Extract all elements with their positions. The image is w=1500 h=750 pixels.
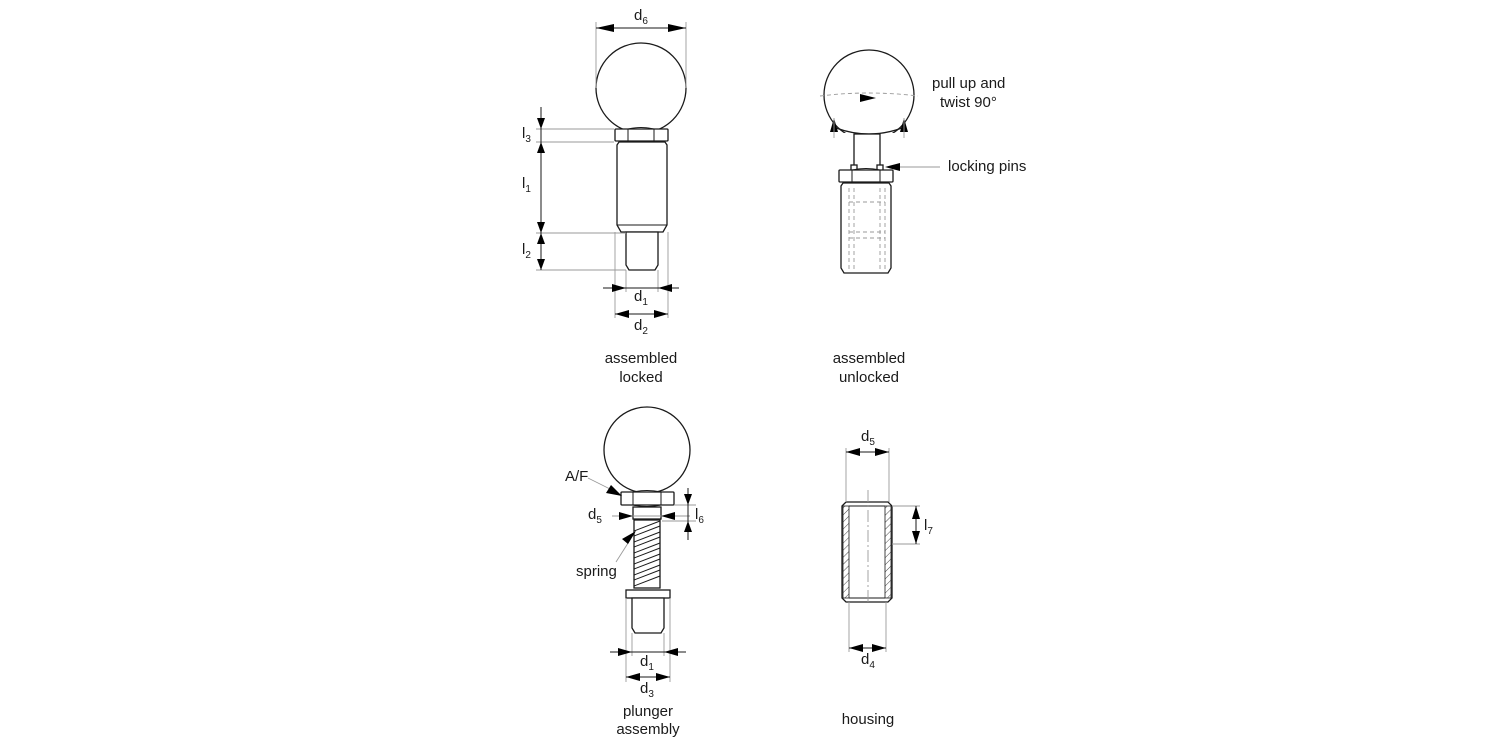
note-pull-up: pull up and: [932, 75, 1005, 92]
plunger-body: [616, 141, 668, 233]
dim-l3: l3: [522, 125, 531, 145]
note-locking-pins: locking pins: [948, 158, 1026, 175]
caption-assembled-locked-1: assembled: [605, 350, 678, 367]
dim-l6: l6: [695, 506, 704, 526]
view-plunger-assembly: A/F d5 l6 spring d1 d3 plunger assembly: [565, 406, 704, 738]
ball-knob: [823, 49, 915, 141]
ball-knob: [595, 42, 687, 134]
view-housing: d5 l7 d4 housing: [841, 428, 933, 728]
housing-section: [841, 501, 893, 603]
caption-assembled-unlocked-2: unlocked: [839, 369, 899, 386]
dim-d6: d6: [634, 7, 648, 27]
dim-l1: l1: [522, 175, 531, 195]
hex-nut: [614, 127, 669, 143]
hex-nut: [838, 168, 894, 184]
caption-assembled-unlocked-1: assembled: [833, 350, 906, 367]
dim-af: A/F: [565, 468, 588, 485]
view-assembled-unlocked: pull up and twist 90° locking pins assem…: [819, 49, 1026, 386]
plunger-pin: [631, 597, 665, 634]
dim-d5: d5: [588, 506, 602, 526]
dim-l7: l7: [924, 517, 933, 537]
dim-d5-housing: d5: [861, 428, 875, 448]
view-assembled-locked: d6 l3 l1 l2 d1 d2 assembled locked: [522, 7, 687, 386]
caption-assembled-locked-2: locked: [619, 369, 662, 386]
caption-housing: housing: [842, 711, 895, 728]
hex-nut: [620, 490, 675, 507]
caption-plunger-2: assembly: [616, 721, 680, 738]
dim-d1-plunger: d1: [640, 653, 654, 673]
ball-knob: [603, 406, 691, 494]
dim-l2: l2: [522, 241, 531, 261]
dim-d4: d4: [861, 651, 875, 671]
dim-d2: d2: [634, 317, 648, 337]
dim-d1: d1: [634, 288, 648, 308]
plunger-pin: [625, 231, 659, 271]
plunger-stem: [853, 133, 881, 173]
housing-body: [840, 182, 892, 274]
dim-d3: d3: [640, 680, 654, 700]
note-twist: twist 90°: [940, 94, 997, 111]
label-spring: spring: [576, 563, 617, 580]
caption-plunger-1: plunger: [623, 703, 673, 720]
